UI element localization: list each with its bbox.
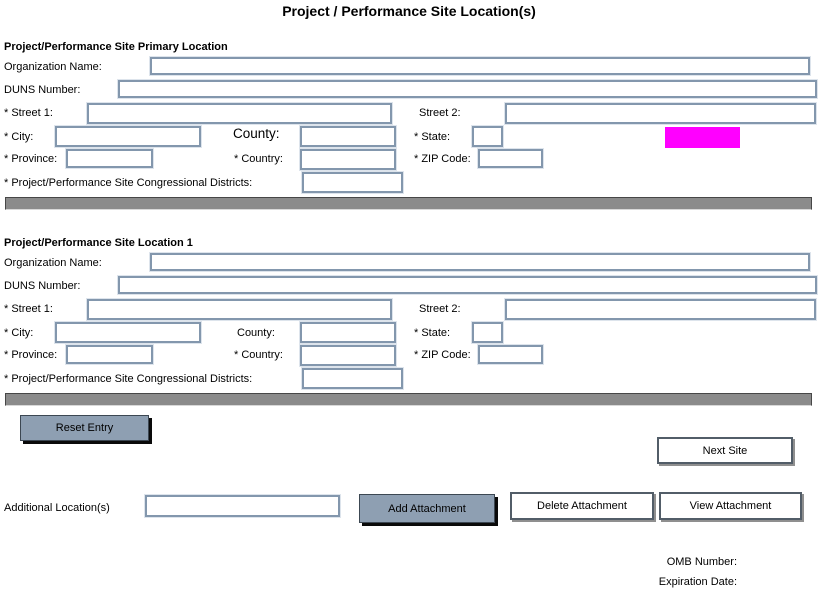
zip-code-label: * ZIP Code: — [414, 349, 471, 361]
congressional-districts-label: * Project/Performance Site Congressional… — [4, 373, 253, 385]
duns-number-input[interactable] — [118, 80, 817, 98]
section-header: Project/Performance Site Primary Locatio… — [4, 41, 228, 53]
organization-name-label: Organization Name: — [4, 61, 102, 73]
province-input[interactable] — [66, 345, 153, 364]
magenta-highlight-box — [665, 127, 740, 148]
view-attachment-button[interactable]: View Attachment — [659, 492, 802, 520]
street2-label: Street 2: — [419, 303, 461, 315]
section-primary-location: Project/Performance Site Primary Locatio… — [0, 41, 818, 211]
county-input[interactable] — [300, 126, 396, 147]
section-divider-bar — [5, 393, 812, 406]
province-label: * Province: — [4, 153, 58, 165]
additional-locations-input[interactable] — [145, 495, 340, 517]
duns-number-label: DUNS Number: — [4, 84, 81, 96]
next-site-button[interactable]: Next Site — [657, 437, 793, 464]
street1-label: * Street 1: — [4, 303, 53, 315]
omb-number-label: OMB Number: — [666, 556, 737, 568]
zip-code-input[interactable] — [478, 149, 543, 168]
city-label: * City: — [4, 327, 34, 339]
street1-input[interactable] — [87, 103, 392, 124]
zip-code-input[interactable] — [478, 345, 543, 364]
city-input[interactable] — [55, 322, 201, 343]
reset-entry-button[interactable]: Reset Entry — [20, 415, 149, 441]
province-input[interactable] — [66, 149, 153, 168]
country-input[interactable] — [300, 345, 396, 366]
expiration-date-label: Expiration Date: — [658, 576, 737, 588]
state-label: * State: — [414, 327, 451, 339]
duns-number-label: DUNS Number: — [4, 280, 81, 292]
congressional-districts-input[interactable] — [302, 368, 403, 389]
duns-number-input[interactable] — [118, 276, 817, 294]
province-label: * Province: — [4, 349, 58, 361]
street2-input[interactable] — [505, 103, 816, 124]
county-input[interactable] — [300, 322, 396, 343]
county-label: County: — [237, 327, 275, 339]
state-input[interactable] — [472, 126, 503, 147]
state-label: * State: — [414, 131, 451, 143]
state-input[interactable] — [472, 322, 503, 343]
street2-input[interactable] — [505, 299, 816, 320]
country-label: * Country: — [234, 153, 283, 165]
congressional-districts-input[interactable] — [302, 172, 403, 193]
country-input[interactable] — [300, 149, 396, 170]
city-input[interactable] — [55, 126, 201, 147]
section-divider-bar — [5, 197, 812, 210]
country-label: * Country: — [234, 349, 283, 361]
city-label: * City: — [4, 131, 34, 143]
section-header: Project/Performance Site Location 1 — [4, 237, 193, 249]
congressional-districts-label: * Project/Performance Site Congressional… — [4, 177, 253, 189]
delete-attachment-button[interactable]: Delete Attachment — [510, 492, 654, 520]
organization-name-label: Organization Name: — [4, 257, 102, 269]
page-title: Project / Performance Site Location(s) — [282, 3, 536, 19]
street2-label: Street 2: — [419, 107, 461, 119]
county-label: County: — [233, 126, 280, 141]
street1-label: * Street 1: — [4, 107, 53, 119]
street1-input[interactable] — [87, 299, 392, 320]
additional-locations-label: Additional Location(s) — [4, 502, 110, 514]
section-location-1: Project/Performance Site Location 1 Orga… — [0, 237, 818, 407]
organization-name-input[interactable] — [150, 253, 810, 271]
organization-name-input[interactable] — [150, 57, 810, 75]
zip-code-label: * ZIP Code: — [414, 153, 471, 165]
add-attachment-button[interactable]: Add Attachment — [359, 494, 495, 523]
